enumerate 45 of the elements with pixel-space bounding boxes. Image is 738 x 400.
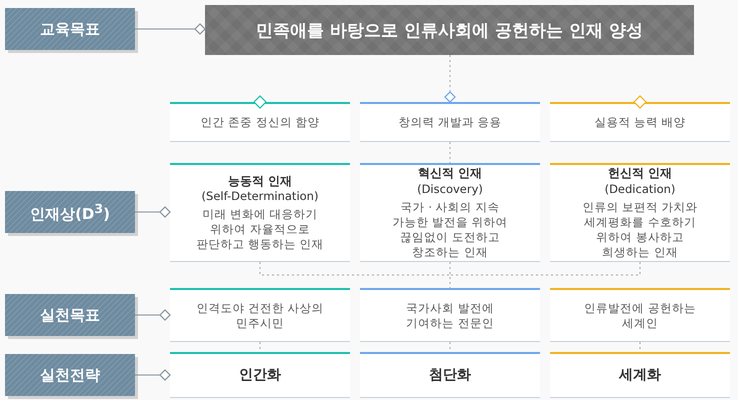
- goal-banner: [205, 5, 694, 55]
- card-text: 미래 변화에 대응하기 위하여 자율적으로 판단하고 행동하는 인재: [195, 207, 325, 252]
- row-label: [5, 191, 135, 233]
- card-subtitle: (Dedication): [604, 182, 676, 197]
- content-card: [170, 288, 350, 342]
- content-card: [170, 102, 350, 142]
- node-text: 교육목표: [40, 20, 100, 38]
- content-card: [170, 352, 350, 398]
- card-heading: 헌신적 인재: [608, 166, 672, 182]
- node-text: 첨단화: [429, 366, 471, 385]
- dotted-connector: [444, 54, 456, 103]
- card-subtitle: (Discovery): [417, 182, 483, 197]
- content-card: [360, 102, 540, 142]
- node-text: 창의력 개발과 응용: [398, 115, 502, 130]
- card-text: 국가 · 사회의 지속 가능한 발전을 위하여 끊임없이 도전하고 창조하는 인재: [391, 200, 509, 260]
- connector-line: [134, 309, 171, 321]
- node-text: 민족애를 바탕으로 인류사회에 공헌하는 인재 양성: [256, 20, 643, 42]
- node-text: 실천전략: [40, 366, 100, 384]
- node-text: 실천목표: [40, 306, 100, 324]
- content-card: [360, 352, 540, 398]
- node-text: 인간 존중 정신의 함양: [200, 115, 320, 130]
- content-card: [550, 102, 730, 142]
- node-text: 인재상(D$^{3}$): [30, 200, 110, 224]
- connector-line: [134, 369, 171, 381]
- content-card: [360, 288, 540, 342]
- node-text: 국가사회 발전에 기여하는 전문인: [405, 300, 495, 330]
- node-text: 인격도야 건전한 사상의 민주시민: [195, 300, 325, 330]
- content-card: [170, 163, 350, 262]
- card-text: 인류의 보편적 가치와 세계평화를 수호하기 위하여 봉사하고 희생하는 인재: [581, 200, 699, 260]
- card-subtitle: (Self-Determination): [202, 189, 318, 204]
- row-label: [5, 8, 135, 50]
- connector-line: [134, 206, 171, 218]
- card-heading: 능동적 인재: [228, 174, 292, 190]
- connector-line: [134, 23, 206, 35]
- content-card: [550, 288, 730, 342]
- node-text: 인간화: [239, 366, 281, 385]
- content-card: [550, 163, 730, 262]
- row-label: [5, 294, 135, 336]
- node-text: 세계화: [619, 366, 661, 385]
- row-label: [5, 354, 135, 396]
- node-text: 인류발전에 공헌하는 세계인: [583, 300, 697, 330]
- card-heading: 혁신적 인재: [418, 166, 482, 182]
- content-card: [360, 163, 540, 262]
- node-text: 실용적 능력 배양: [594, 115, 686, 130]
- content-card: [550, 352, 730, 398]
